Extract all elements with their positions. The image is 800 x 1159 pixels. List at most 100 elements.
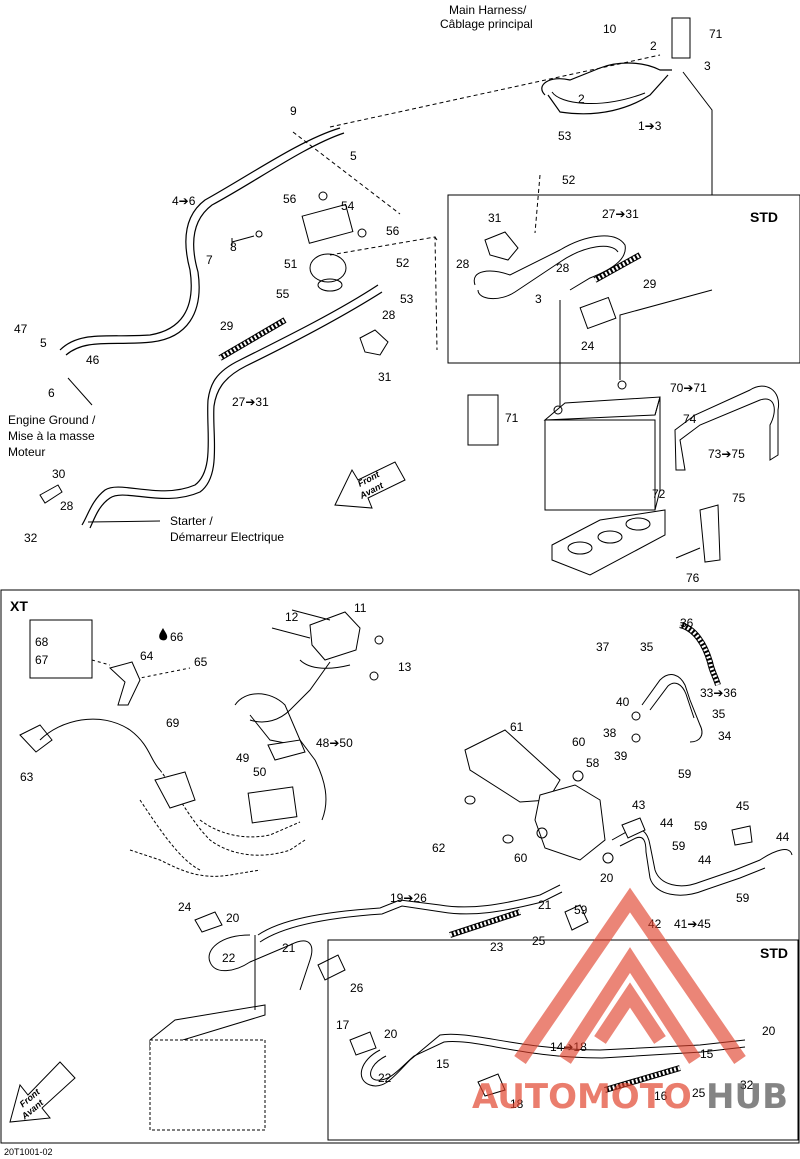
callout-55: 55 xyxy=(276,287,290,301)
callout-25a: 25 xyxy=(532,934,546,948)
callout-22a: 22 xyxy=(222,951,236,965)
ground-arrow xyxy=(67,377,93,406)
callout-61: 61 xyxy=(510,720,524,734)
callout-21a: 21 xyxy=(538,898,552,912)
solenoid-leads xyxy=(249,659,351,723)
callout-10: 10 xyxy=(603,22,617,36)
terminal-30 xyxy=(39,484,63,504)
callout-3b: 3 xyxy=(535,292,542,306)
washer-62b xyxy=(502,834,514,844)
callout-26: 26 xyxy=(350,981,364,995)
nut-13b xyxy=(369,671,379,681)
std-label-bottom: STD xyxy=(760,945,788,961)
callout-56a: 56 xyxy=(283,192,297,206)
std-boot-18 xyxy=(477,1073,506,1097)
ground-cable-4-6-b xyxy=(65,132,345,356)
callout-32b: 32 xyxy=(740,1078,754,1092)
bolt-12b xyxy=(271,627,311,639)
callout-62: 62 xyxy=(432,841,446,855)
callout-53b: 53 xyxy=(400,292,414,306)
callout-69: 69 xyxy=(166,716,180,730)
callout-17: 17 xyxy=(336,1018,350,1032)
battery-tray-72 xyxy=(551,509,666,576)
std-cable-bottom-b xyxy=(370,1040,746,1081)
boot-24-xt xyxy=(194,911,223,933)
callout-75: 75 xyxy=(732,491,746,505)
callout-20d: 20 xyxy=(762,1024,776,1038)
callout-41to45: 41➔45 xyxy=(674,917,711,931)
watermark-logo: AUTOMOTO HUB xyxy=(472,887,788,1117)
callout-5b: 5 xyxy=(40,336,47,350)
washer-62a xyxy=(464,795,476,805)
bracket-64 xyxy=(109,661,141,706)
callout-40: 40 xyxy=(616,695,630,709)
callout-59d: 59 xyxy=(736,891,750,905)
xt-label: XT xyxy=(10,598,28,614)
callout-20c: 20 xyxy=(384,1027,398,1041)
callout-44a: 44 xyxy=(660,816,674,830)
callout-45a: 45 xyxy=(736,799,750,813)
solenoid-cap xyxy=(317,278,343,292)
callout-28a: 28 xyxy=(382,308,396,322)
callout-20b: 20 xyxy=(226,911,240,925)
callout-27to31a: 27➔31 xyxy=(232,395,269,409)
callout-34: 34 xyxy=(718,729,732,743)
callout-30: 30 xyxy=(52,467,66,481)
front-arrow-top: Front Avant xyxy=(334,461,406,509)
sleeve-29 xyxy=(218,317,287,361)
cable-41-45-b xyxy=(619,836,766,896)
solenoid-11 xyxy=(309,611,361,661)
figure-code: 20T1001-02 xyxy=(4,1147,53,1157)
callout-52b: 52 xyxy=(396,256,410,270)
std-label-top: STD xyxy=(750,209,778,225)
std-box-bottom xyxy=(327,939,799,1141)
callout-72: 72 xyxy=(652,487,666,501)
cable-33-36-b xyxy=(649,682,695,719)
callout-37: 37 xyxy=(596,640,610,654)
callout-47: 47 xyxy=(14,322,28,336)
washer-40 xyxy=(631,711,641,721)
callout-29b: 29 xyxy=(643,277,657,291)
cable-33-36 xyxy=(641,674,703,743)
starter-61 xyxy=(464,729,561,803)
nut-60c xyxy=(602,852,614,864)
callout-11: 11 xyxy=(354,601,367,615)
callout-67: 67 xyxy=(35,653,49,667)
boot-49-50 xyxy=(267,739,306,761)
callout-52a: 52 xyxy=(562,173,576,187)
bottom-callouts: 12 11 13 68 67 64 66 65 36 37 35 33➔36 4… xyxy=(20,601,790,1111)
box-71-top xyxy=(671,17,691,59)
bottom-section xyxy=(19,609,799,1141)
callout-7: 7 xyxy=(206,253,213,267)
callout-59b: 59 xyxy=(694,819,708,833)
callout-24b: 24 xyxy=(178,900,192,914)
relay-block xyxy=(154,771,196,809)
callout-28b: 28 xyxy=(60,499,74,513)
top-callouts: 71 10 2 3 2 1➔3 9 5 4➔6 53 52 56 54 56 8… xyxy=(14,22,746,585)
callout-64: 64 xyxy=(140,649,154,663)
starter-arrow xyxy=(87,520,161,523)
sleeve-36w xyxy=(679,623,720,686)
main-cable-1-3 xyxy=(541,62,672,115)
callout-12: 12 xyxy=(285,610,299,624)
xt-frame xyxy=(0,589,800,1144)
dash-64-65 xyxy=(91,659,191,681)
cable-loop-22 xyxy=(208,934,313,991)
callout-29a: 29 xyxy=(220,319,234,333)
callout-9: 9 xyxy=(290,104,297,118)
callout-15a: 15 xyxy=(700,1047,714,1061)
callout-76: 76 xyxy=(686,571,700,585)
sleeve-23w xyxy=(449,910,521,937)
callout-59c: 59 xyxy=(672,839,686,853)
front-arrow-bottom: Front Avant xyxy=(9,1061,76,1123)
callout-74: 74 xyxy=(683,412,697,426)
boot-45 xyxy=(731,825,753,846)
engine-ground-label-2: Mise à la masse xyxy=(8,429,95,443)
bolt-76 xyxy=(675,547,701,559)
callout-73to75: 73➔75 xyxy=(708,447,745,461)
callout-22b: 22 xyxy=(378,1071,392,1085)
callout-23: 23 xyxy=(490,940,504,954)
callout-19to26: 19➔26 xyxy=(390,891,427,905)
fuse-box xyxy=(247,786,298,824)
